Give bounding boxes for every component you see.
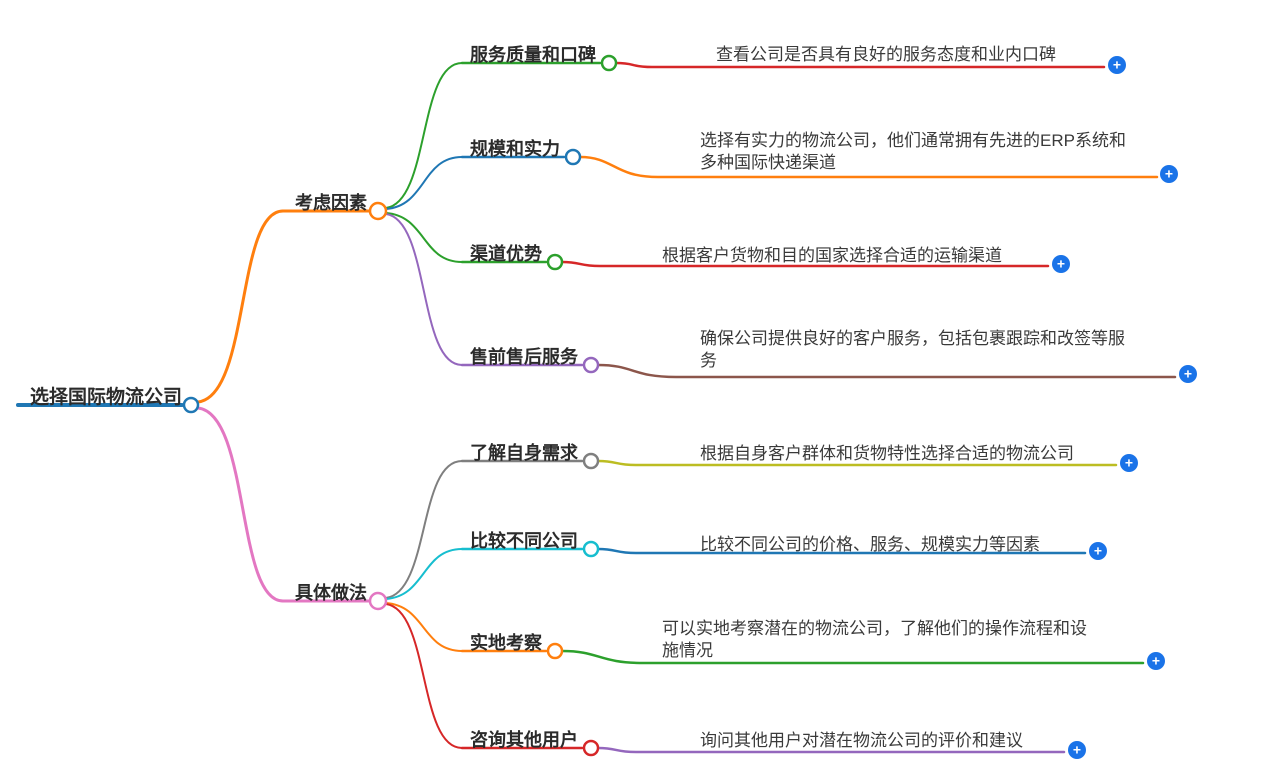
node-branch-methods[interactable]: 具体做法 xyxy=(295,583,367,603)
link-leaf-ask-users xyxy=(385,603,463,749)
node-leaf-channel-advantage[interactable]: 渠道优势 xyxy=(470,244,542,264)
expand-button-scale-strength[interactable]: + xyxy=(1160,165,1178,183)
handle-know-needs[interactable] xyxy=(582,452,600,470)
desc-scale-strength[interactable]: 选择有实力的物流公司，他们通常拥有先进的ERP系统和 多种国际快递渠道 xyxy=(700,131,1126,172)
desc-line-service-quality xyxy=(614,61,1106,69)
desc-service-quality[interactable]: 查看公司是否具有良好的服务态度和业内口碑 xyxy=(716,45,1056,64)
handle-scale-strength[interactable] xyxy=(564,148,582,166)
link-leaf-site-visit xyxy=(385,602,463,652)
expand-button-pre-after-sales[interactable]: + xyxy=(1179,365,1197,383)
link-root-considerations xyxy=(196,209,285,404)
node-leaf-site-visit[interactable]: 实地考察 xyxy=(470,633,542,653)
desc-line-compare-companies xyxy=(596,547,1087,555)
handle-considerations[interactable] xyxy=(368,201,388,221)
plus-icon: + xyxy=(1164,165,1174,182)
link-root-methods xyxy=(196,406,285,603)
desc-site-visit[interactable]: 可以实地考察潜在的物流公司，了解他们的操作流程和设 施情况 xyxy=(662,619,1087,660)
node-leaf-scale-strength[interactable]: 规模和实力 xyxy=(470,139,560,159)
node-leaf-compare-companies[interactable]: 比较不同公司 xyxy=(470,531,578,551)
desc-pre-after-sales[interactable]: 确保公司提供良好的客户服务，包括包裹跟踪和改签等服 务 xyxy=(700,329,1125,370)
node-leaf-pre-after-sales[interactable]: 售前售后服务 xyxy=(470,347,578,367)
link-leaf-pre-after-sales xyxy=(385,213,463,366)
node-leaf-ask-users[interactable]: 咨询其他用户 xyxy=(470,730,578,750)
expand-button-site-visit[interactable]: + xyxy=(1147,652,1165,670)
handle-channel-advantage[interactable] xyxy=(546,253,564,271)
plus-icon: + xyxy=(1056,255,1066,272)
handle-pre-after-sales[interactable] xyxy=(582,356,600,374)
link-leaf-compare-companies xyxy=(385,548,463,600)
desc-channel-advantage[interactable]: 根据客户货物和目的国家选择合适的运输渠道 xyxy=(662,246,1002,265)
handle-compare-companies[interactable] xyxy=(582,540,600,558)
desc-know-needs[interactable]: 根据自身客户群体和货物特性选择合适的物流公司 xyxy=(700,444,1074,463)
desc-compare-companies[interactable]: 比较不同公司的价格、服务、规模实力等因素 xyxy=(700,535,1040,554)
node-leaf-service-quality[interactable]: 服务质量和口碑 xyxy=(470,45,596,65)
handle-site-visit[interactable] xyxy=(546,642,564,660)
link-leaf-know-needs xyxy=(385,460,463,599)
handle-service-quality[interactable] xyxy=(600,54,618,72)
node-root[interactable]: 选择国际物流公司 xyxy=(30,387,183,408)
expand-button-know-needs[interactable]: + xyxy=(1120,454,1138,472)
desc-line-ask-users xyxy=(596,746,1066,754)
desc-line-channel-advantage xyxy=(560,260,1050,268)
expand-button-ask-users[interactable]: + xyxy=(1068,741,1086,759)
handle-ask-users[interactable] xyxy=(582,739,600,757)
node-leaf-know-needs[interactable]: 了解自身需求 xyxy=(470,443,578,463)
expand-button-channel-advantage[interactable]: + xyxy=(1052,255,1070,273)
desc-line-scale-strength xyxy=(578,155,1159,179)
link-leaf-service-quality xyxy=(385,62,463,209)
expand-button-compare-companies[interactable]: + xyxy=(1089,542,1107,560)
link-leaf-channel-advantage xyxy=(385,212,463,263)
root-collapse-handle[interactable] xyxy=(182,396,200,414)
plus-icon: + xyxy=(1151,652,1161,669)
node-branch-considerations[interactable]: 考虑因素 xyxy=(295,193,367,213)
handle-methods[interactable] xyxy=(368,591,388,611)
desc-line-know-needs xyxy=(596,459,1118,467)
plus-icon: + xyxy=(1112,56,1122,73)
plus-icon: + xyxy=(1124,454,1134,471)
desc-ask-users[interactable]: 询问其他用户对潜在物流公司的评价和建议 xyxy=(700,731,1023,750)
plus-icon: + xyxy=(1093,542,1103,559)
plus-icon: + xyxy=(1072,741,1082,758)
expand-button-service-quality[interactable]: + xyxy=(1108,56,1126,74)
link-leaf-scale-strength xyxy=(385,156,463,210)
plus-icon: + xyxy=(1183,365,1193,382)
desc-line-site-visit xyxy=(560,649,1145,665)
desc-line-pre-after-sales xyxy=(596,363,1177,379)
